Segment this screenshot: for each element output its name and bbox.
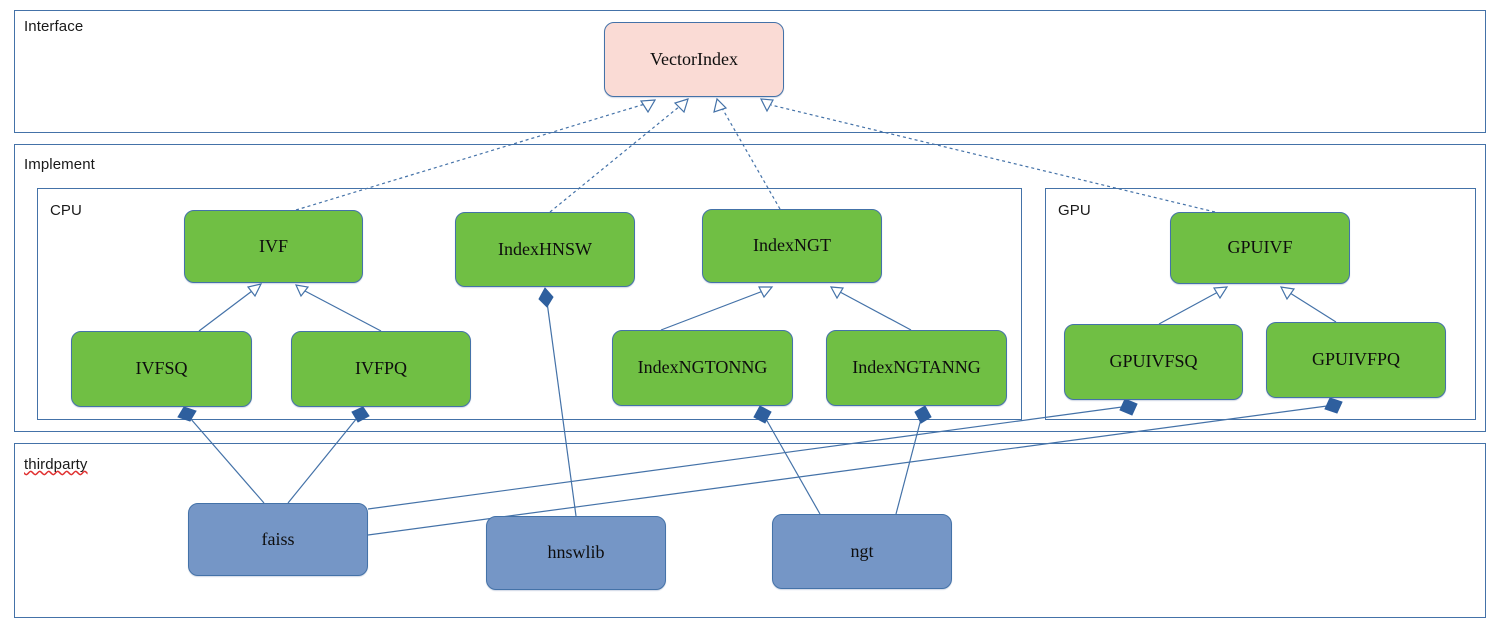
container-label-thirdparty: thirdparty — [24, 456, 88, 473]
node-vectorindex[interactable]: VectorIndex — [604, 22, 784, 97]
node-label: IVFPQ — [354, 358, 407, 379]
node-label: IndexNGTONNG — [637, 357, 768, 378]
node-label: hnswlib — [547, 542, 605, 563]
node-ivfpq[interactable]: IVFPQ — [291, 331, 471, 407]
container-label-gpu: GPU — [1058, 202, 1091, 219]
node-indexngt[interactable]: IndexNGT — [702, 209, 882, 283]
node-label: IndexHNSW — [498, 238, 592, 259]
node-label: GPUIVF — [1227, 237, 1293, 258]
node-label: GPUIVFPQ — [1311, 349, 1401, 370]
node-indexhnsw[interactable]: IndexHNSW — [455, 212, 635, 287]
node-indexngtanng[interactable]: IndexNGTANNG — [826, 330, 1007, 406]
node-label: ngt — [850, 540, 874, 561]
node-label: VectorIndex — [650, 48, 738, 69]
node-label: IVF — [258, 235, 288, 256]
node-gpuivfpq[interactable]: GPUIVFPQ — [1266, 322, 1446, 398]
node-label: GPUIVFSQ — [1109, 351, 1198, 372]
node-label: IndexNGTANNG — [852, 357, 981, 378]
node-indexngtonng[interactable]: IndexNGTONNG — [612, 330, 793, 406]
container-label-interface: Interface — [24, 18, 84, 35]
node-label: IndexNGT — [753, 235, 831, 256]
node-faiss[interactable]: faiss — [188, 503, 368, 576]
node-gpuivf[interactable]: GPUIVF — [1170, 212, 1350, 284]
container-label-implement: Implement — [24, 156, 95, 173]
node-hnswlib[interactable]: hnswlib — [486, 516, 666, 590]
node-ivfsq[interactable]: IVFSQ — [71, 331, 252, 407]
container-label-cpu: CPU — [50, 202, 82, 219]
node-ngt[interactable]: ngt — [772, 514, 952, 589]
node-ivf[interactable]: IVF — [184, 210, 363, 283]
node-gpuivfsq[interactable]: GPUIVFSQ — [1064, 324, 1243, 400]
node-label: faiss — [261, 528, 295, 549]
node-label: IVFSQ — [135, 358, 188, 379]
